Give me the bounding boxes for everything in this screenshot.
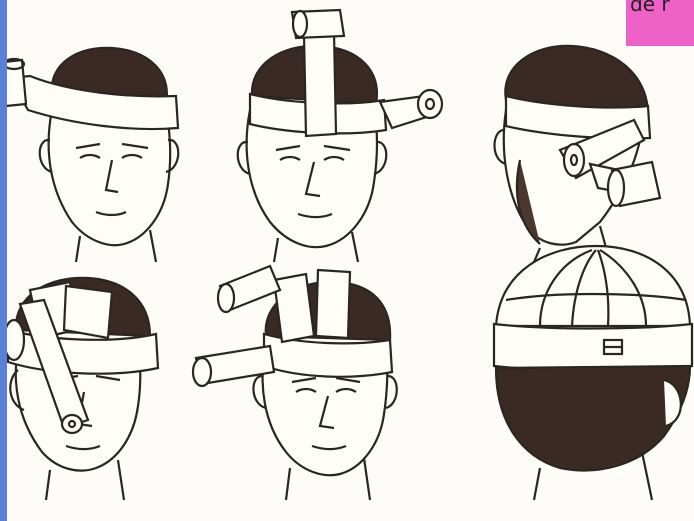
- caption-text: de r: [630, 0, 670, 14]
- caption-tag: de r: [626, 0, 694, 46]
- accent-left-bar: [0, 0, 7, 521]
